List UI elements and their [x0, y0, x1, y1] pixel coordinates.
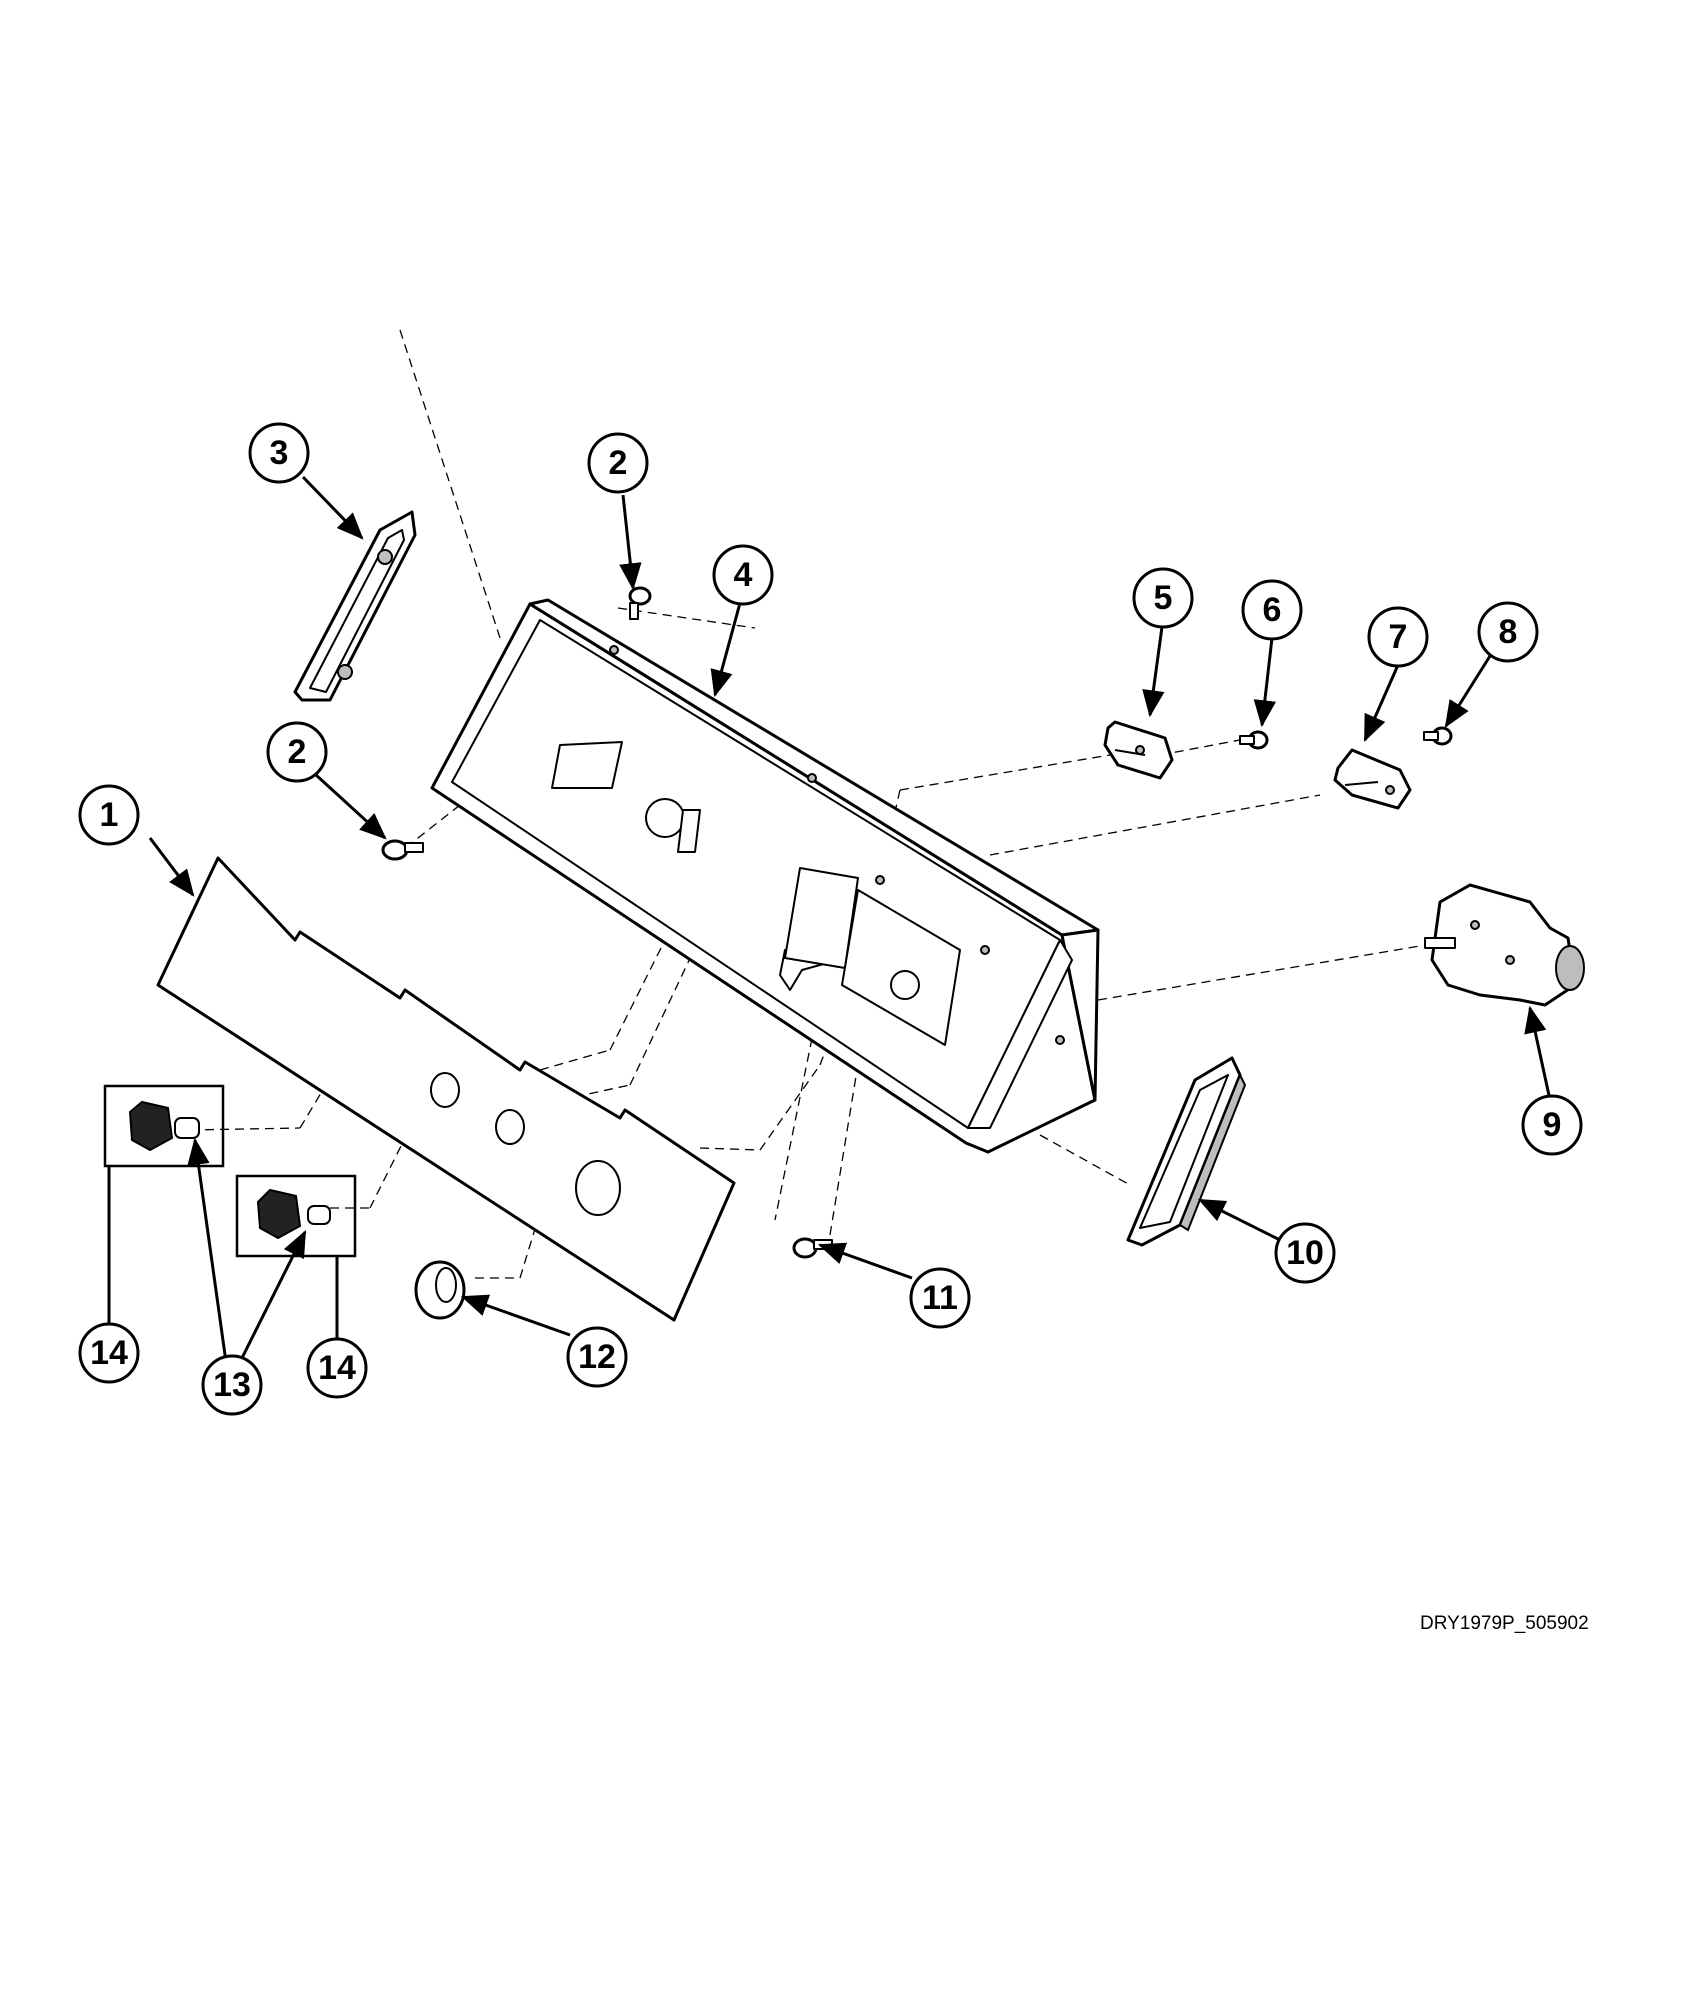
- callout-8: 8: [1477, 601, 1539, 663]
- callout-14-right: 14: [306, 1337, 368, 1399]
- callout-10: 10: [1274, 1222, 1336, 1284]
- callout-9: 9: [1521, 1094, 1583, 1156]
- callout-12: 12: [566, 1326, 628, 1388]
- callout-13: 13: [201, 1354, 263, 1416]
- svg-text:6: 6: [1263, 591, 1282, 629]
- part-1-overlay: [156, 856, 736, 1322]
- callout-5: 5: [1132, 567, 1194, 629]
- part-7-switch: [1333, 748, 1412, 810]
- svg-text:14: 14: [90, 1334, 128, 1372]
- svg-text:10: 10: [1286, 1234, 1324, 1272]
- svg-text:7: 7: [1389, 618, 1408, 656]
- part-10-right-end-cap: [1126, 1056, 1247, 1247]
- svg-text:14: 14: [318, 1349, 356, 1387]
- leader-lines: [107, 475, 1552, 1363]
- screw-2-left: [381, 839, 424, 861]
- part-12-knob: [414, 1260, 466, 1320]
- svg-text:12: 12: [578, 1338, 616, 1376]
- svg-text:9: 9: [1543, 1106, 1562, 1144]
- callout-14-left: 14: [78, 1322, 140, 1384]
- svg-text:5: 5: [1154, 579, 1173, 617]
- svg-text:2: 2: [288, 733, 307, 771]
- callout-11: 11: [909, 1267, 971, 1329]
- callout-6: 6: [1241, 579, 1303, 641]
- part-14-kit-right: [235, 1174, 357, 1258]
- svg-text:11: 11: [922, 1279, 958, 1317]
- callout-3: 3: [248, 422, 310, 484]
- callout-7: 7: [1367, 606, 1429, 668]
- svg-text:8: 8: [1499, 613, 1518, 651]
- svg-text:1: 1: [100, 796, 119, 834]
- svg-text:13: 13: [213, 1366, 251, 1404]
- drawing-code: DRY1979P_505902: [1420, 1613, 1589, 1634]
- callout-4: 4: [712, 544, 774, 606]
- svg-text:4: 4: [734, 556, 753, 594]
- callout-1: 1: [78, 784, 140, 846]
- part-5-switch: [1103, 720, 1174, 780]
- part-9-timer: [1424, 883, 1585, 1007]
- svg-text:2: 2: [609, 444, 628, 482]
- part-4-control-console: [430, 598, 1100, 1154]
- part-14-kit-left: [103, 1084, 225, 1168]
- callout-2-top: 2: [587, 432, 649, 494]
- screw-6: [1239, 730, 1269, 750]
- callout-2-left: 2: [266, 721, 328, 783]
- screw-2-top: [628, 586, 652, 620]
- part-3-left-end-cap: [293, 510, 417, 702]
- svg-text:3: 3: [270, 434, 289, 472]
- screw-8: [1423, 726, 1453, 746]
